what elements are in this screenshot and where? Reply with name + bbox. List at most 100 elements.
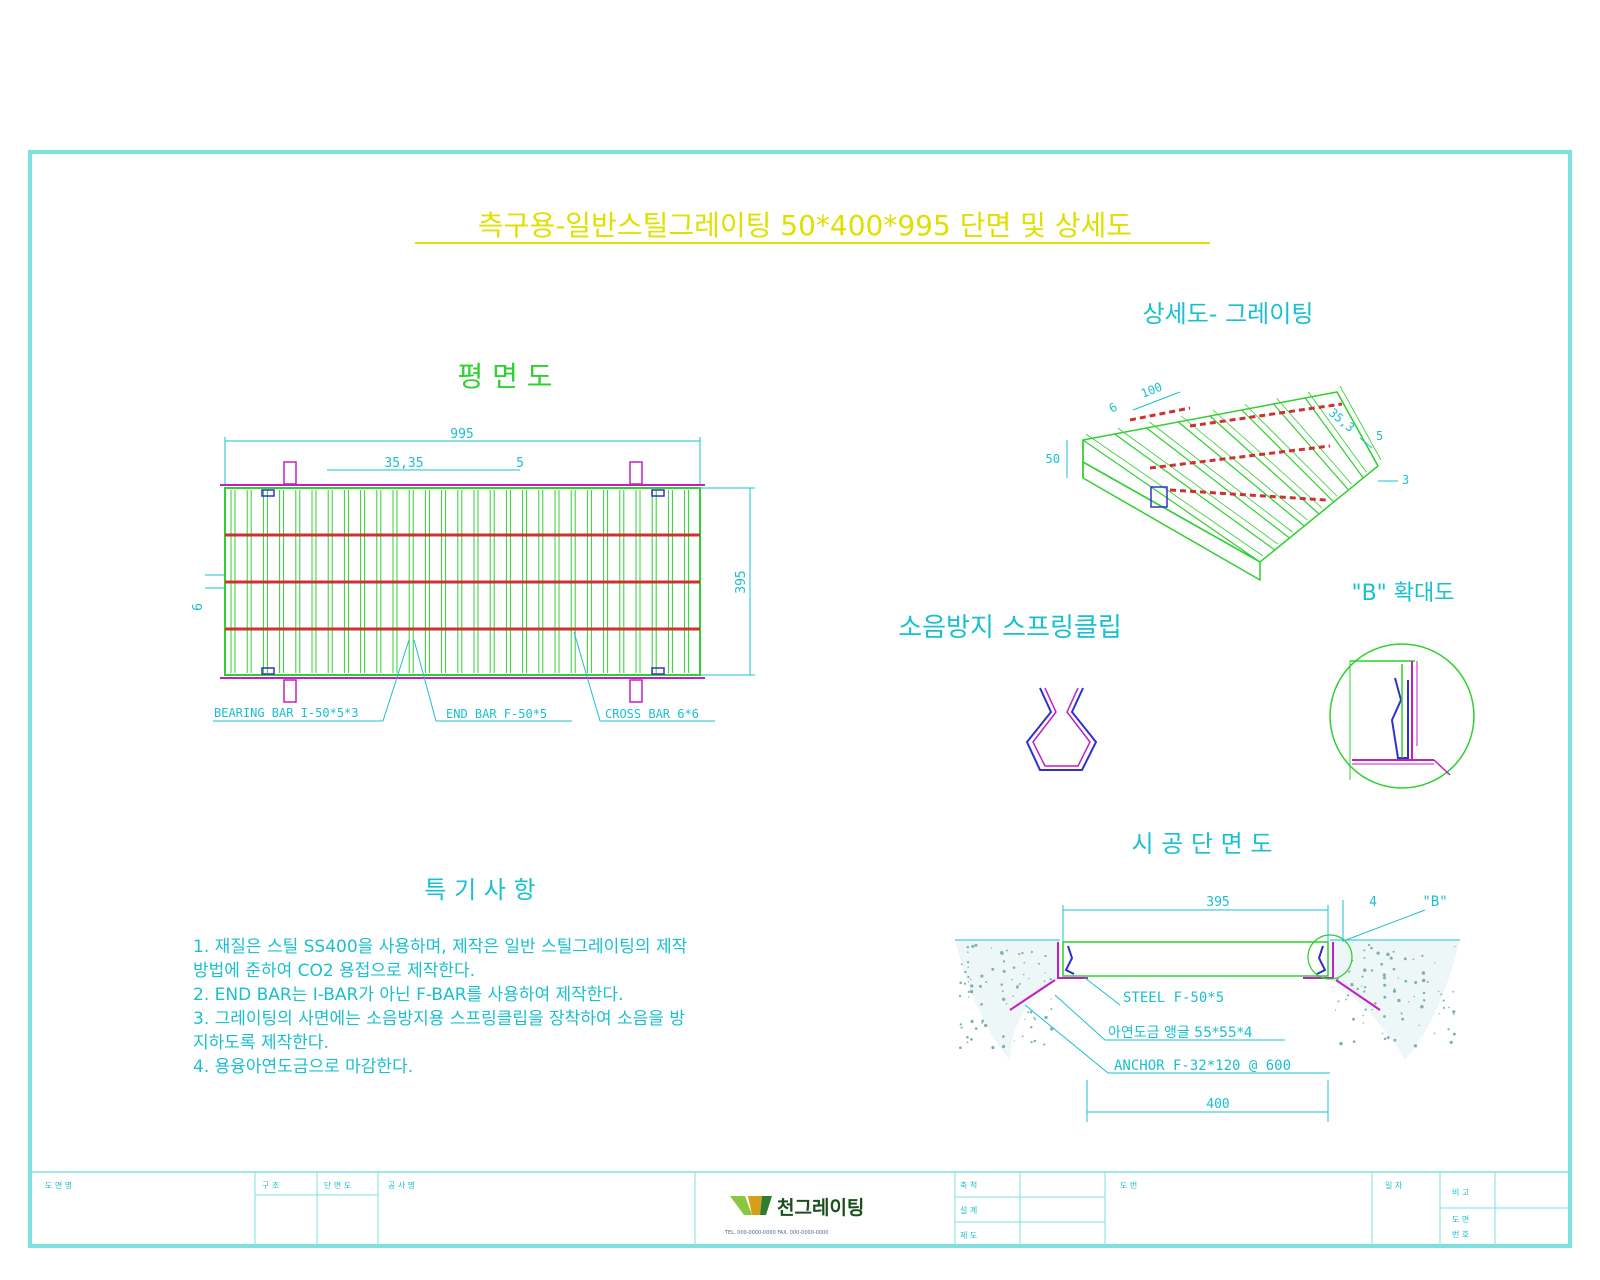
speckle-dot: [964, 970, 967, 974]
speckle-dot: [1361, 975, 1364, 978]
speckle-dot: [1400, 1012, 1403, 1015]
section-heading: 시 공 단 면 도: [1132, 830, 1273, 858]
title-block: 도 면 명 구 조 단 면 도 공 사 명 축 척 설 계 제 도 도 번 일 …: [30, 1171, 1570, 1246]
tb-cell: 축 척: [960, 1181, 977, 1190]
speckle-dot: [1336, 977, 1339, 981]
speckle-dot: [1362, 1014, 1364, 1017]
speckle-dot: [966, 1041, 969, 1044]
speckle-dot: [969, 989, 974, 994]
speckle-dot: [1401, 1017, 1405, 1021]
speckle-dot: [1383, 983, 1387, 987]
speckle-dot: [1363, 949, 1366, 952]
leader-end: [413, 639, 437, 722]
speckle-dot: [1015, 985, 1019, 989]
dim-4-text: 4: [1369, 895, 1377, 910]
speckle-dot: [1418, 1024, 1420, 1027]
iso-bar: [1146, 427, 1290, 539]
dim-3-text: 3: [1402, 473, 1409, 487]
speckle-dot: [1393, 990, 1396, 993]
speckle-dot: [959, 1046, 962, 1050]
anchor-right: [1335, 979, 1381, 1011]
iso-bar: [1241, 409, 1335, 503]
label-cross-bar: CROSS BAR 6*6: [605, 707, 699, 721]
concrete-speckle: [958, 943, 1456, 1050]
speckle-dot: [981, 1019, 985, 1023]
speckle-dot: [1422, 991, 1426, 995]
speckle-dot: [1018, 952, 1021, 956]
speckle-dot: [1393, 988, 1396, 990]
speckle-dot: [1044, 1015, 1048, 1020]
speckle-dot: [1363, 990, 1366, 993]
speckle-dot: [1011, 978, 1013, 981]
speckle-dot: [1027, 1011, 1030, 1014]
speckle-dot: [974, 943, 978, 947]
support-tab: [629, 461, 643, 485]
speckle-dot: [1050, 1007, 1053, 1010]
speckle-dot: [1421, 971, 1426, 975]
concrete-right: [1330, 940, 1460, 1060]
speckle-dot: [1033, 1016, 1035, 1019]
note-line: 2. END BAR는 I-BAR가 아닌 F-BAR를 사용하여 제작한다.: [193, 985, 623, 1005]
speckle-dot: [971, 944, 975, 948]
clip-marker: [651, 667, 665, 675]
clip-outline-outer: [1025, 687, 1098, 771]
concrete-left: [955, 940, 1060, 1060]
spring-clip: [1025, 687, 1098, 771]
drawing-title: 측구용-일반스틸그레이팅 50*400*995 단면 및 상세도: [478, 209, 1132, 242]
speckle-dot: [1382, 976, 1387, 980]
speckle-dot: [1344, 998, 1347, 1001]
speckle-dot: [958, 995, 962, 998]
clip-section-right: [1316, 945, 1327, 975]
anchor-stub: [1433, 759, 1451, 776]
speckle-dot: [1367, 943, 1371, 947]
dim-pitch-text: 35,35: [384, 456, 423, 471]
anchor-left: [1009, 979, 1056, 1011]
clip-in-detail: [1390, 677, 1409, 759]
cross-bar-iso: [1189, 402, 1343, 428]
tb-cell: 설 계: [960, 1205, 977, 1215]
speckle-dot: [967, 981, 970, 983]
speckle-dot: [1044, 954, 1047, 958]
speckle-dot: [1049, 977, 1052, 981]
speckle-dot: [1043, 1043, 1046, 1046]
speckle-dot: [1408, 1001, 1410, 1003]
speckle-dot: [1030, 1040, 1033, 1044]
speckle-dot: [1350, 982, 1354, 987]
speckle-dot: [966, 945, 970, 949]
speckle-dot: [967, 990, 970, 994]
sheet-frame: [28, 150, 1572, 1248]
cross-bar-iso: [1149, 444, 1331, 470]
speckle-dot: [1034, 1018, 1036, 1021]
speckle-dot: [1361, 985, 1363, 987]
support-tab: [629, 679, 643, 703]
speckle-dot: [1449, 1040, 1453, 1044]
logo-mark: [748, 1196, 762, 1215]
dim-cross-thickness-text: 6: [191, 603, 206, 611]
speckle-dot: [1393, 1038, 1397, 1042]
iso-bars: [1082, 385, 1382, 563]
speckle-dot: [1352, 1040, 1356, 1043]
speckle-dot: [984, 1023, 988, 1028]
speckle-dot: [1389, 956, 1393, 960]
company-logo: 천그레이팅 TEL. 000-0000-0000 FAX. 000-0000-0…: [724, 1196, 864, 1236]
speckle-dot: [966, 960, 970, 964]
tb-cell: 공 사 명: [388, 1180, 415, 1190]
speckle-dot: [1421, 978, 1426, 983]
note-line: 1. 재질은 스틸 SS400을 사용하며, 제작은 일반 스틸그레이팅의 제작: [193, 937, 688, 957]
leader-anchor: [1024, 1004, 1109, 1074]
tb-cell: 단 면 도: [324, 1180, 351, 1190]
label-angle: 아연도금 앵글 55*55*4: [1108, 1025, 1253, 1041]
speckle-dot: [960, 963, 963, 966]
speckle-dot: [1452, 1032, 1456, 1036]
speckle-dot: [1386, 1036, 1390, 1040]
iso-bar: [1339, 385, 1382, 461]
note-line: 방법에 준하여 CO2 용접으로 제작한다.: [193, 961, 475, 981]
detail-heading: 상세도- 그레이팅: [1143, 300, 1314, 328]
speckle-dot: [1000, 983, 1004, 986]
speckle-dot: [1404, 979, 1408, 983]
speckle-dot: [1452, 990, 1455, 993]
speckle-dot: [1413, 995, 1416, 998]
iso-bar: [1177, 421, 1305, 527]
speckle-dot: [1453, 1013, 1455, 1015]
leader-angle: [1054, 994, 1106, 1041]
